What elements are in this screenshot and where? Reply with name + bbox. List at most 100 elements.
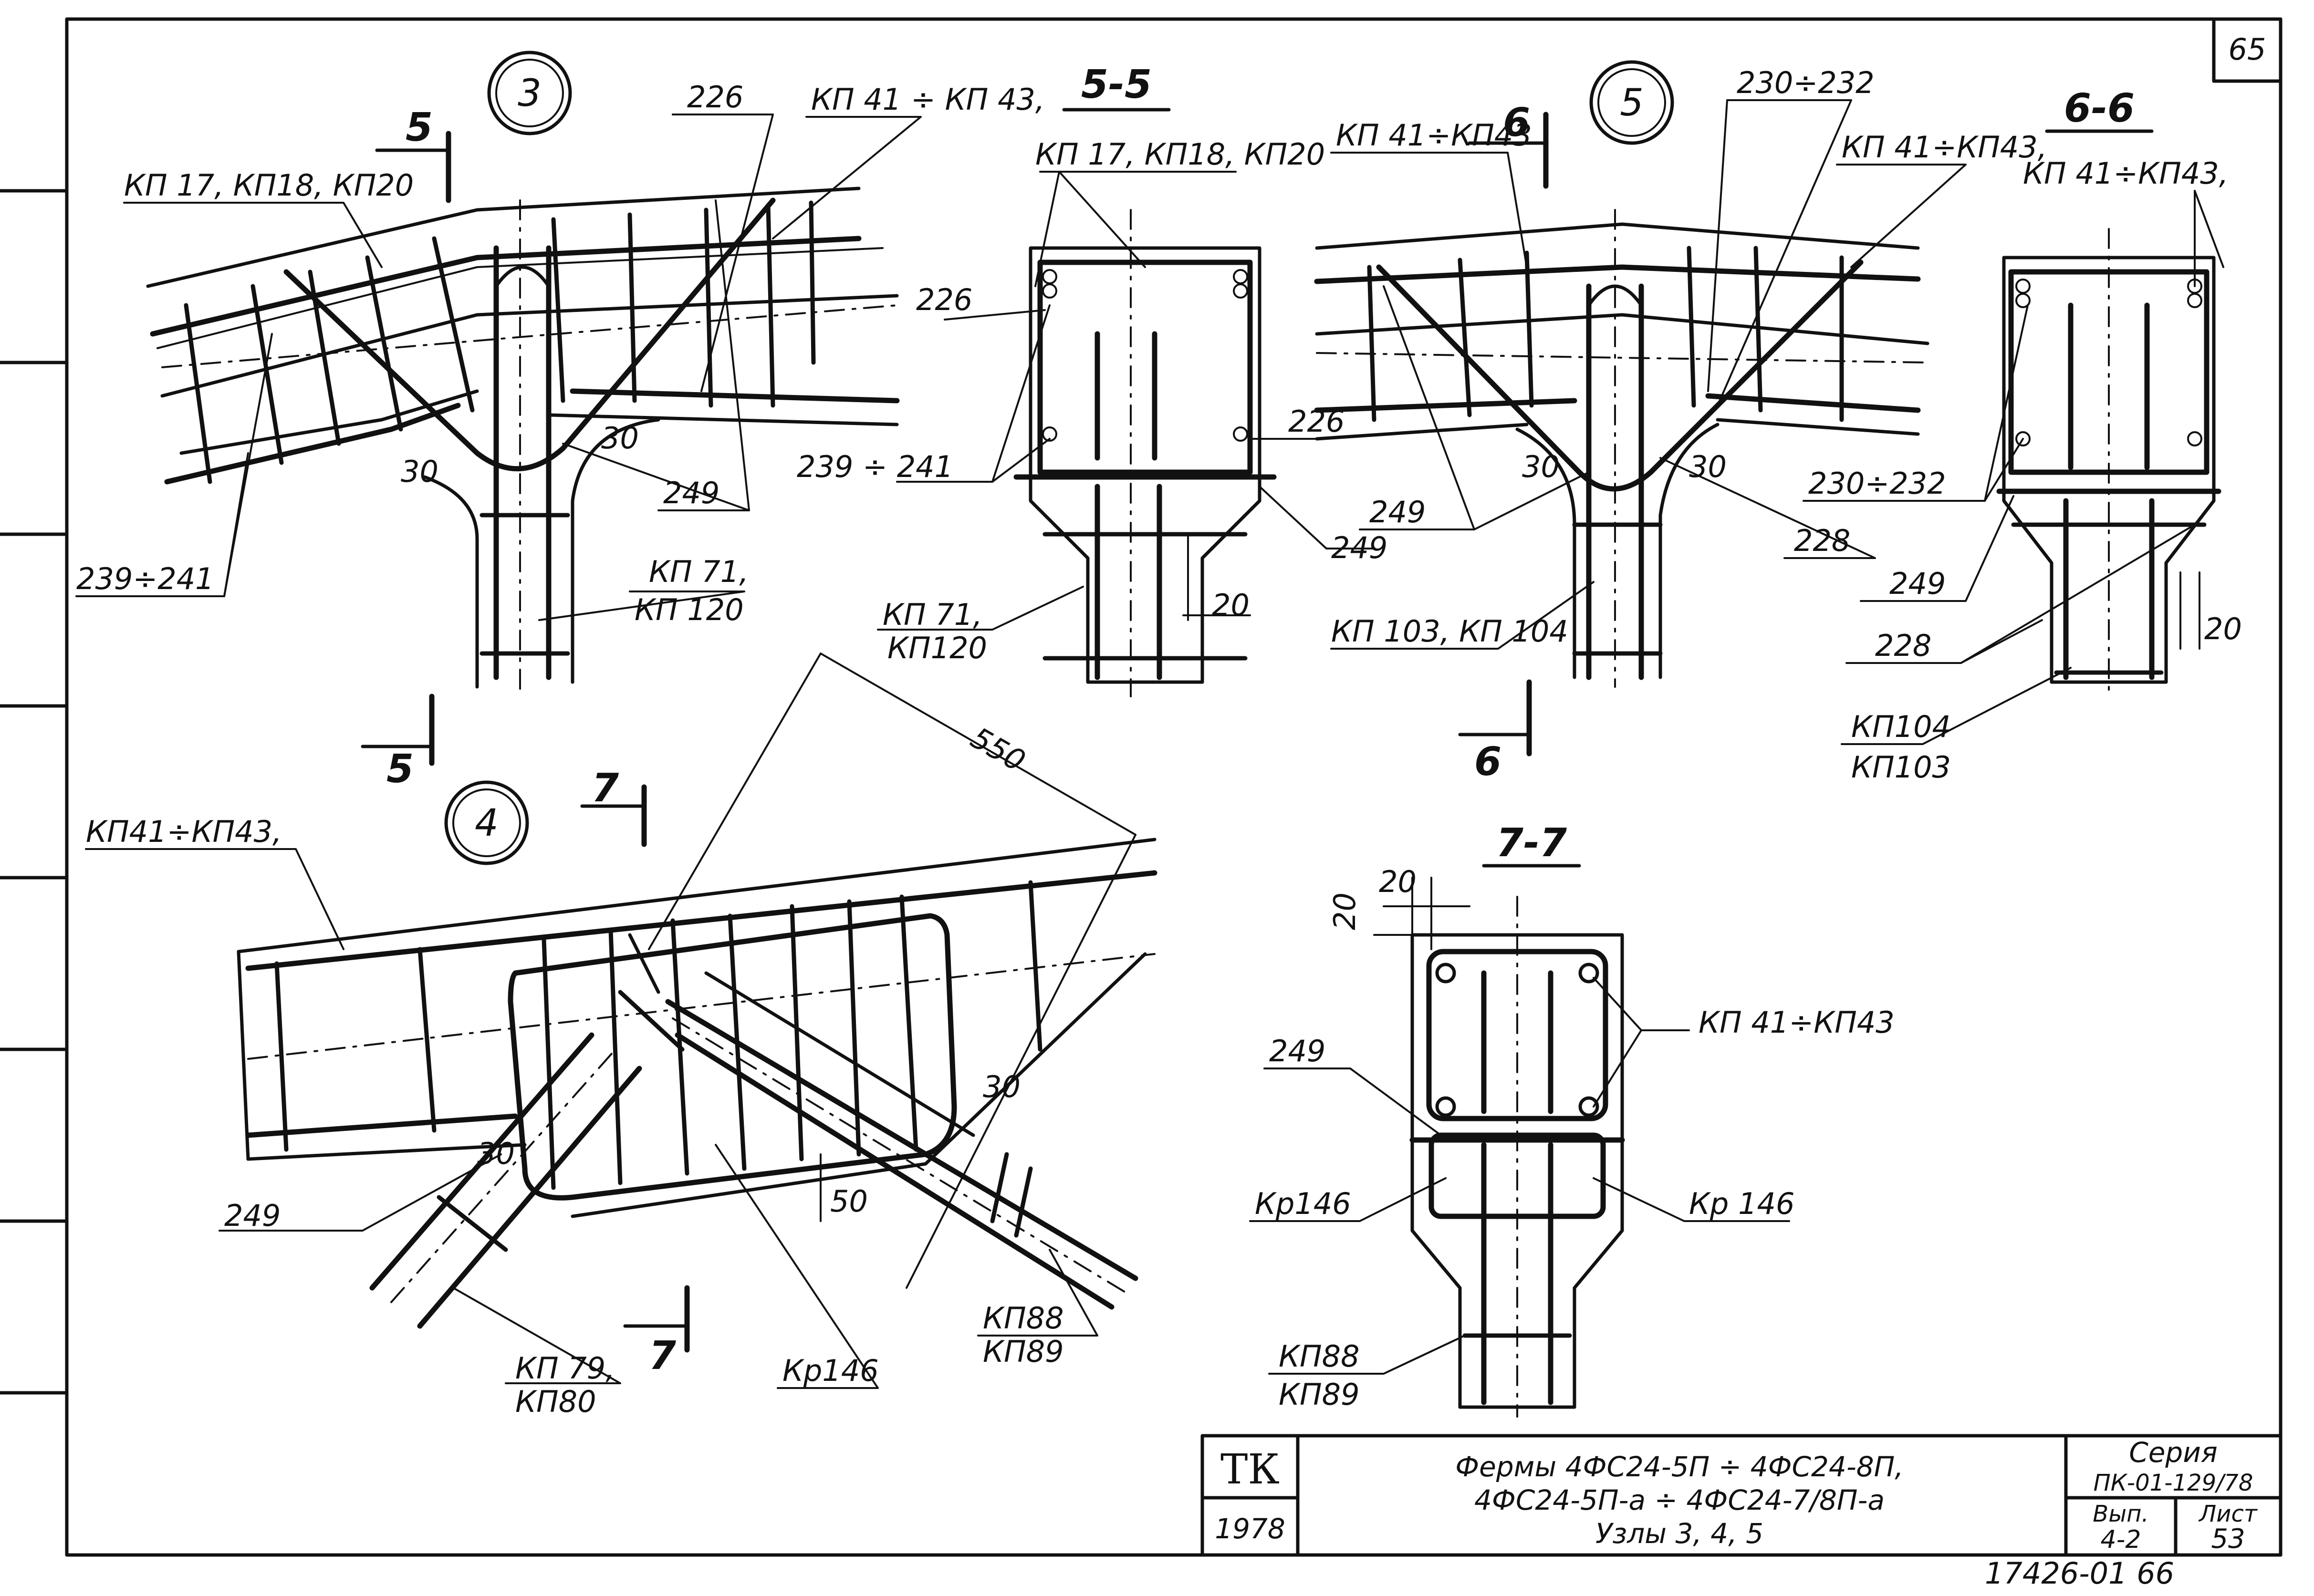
section-7-7-label-g: КП88 (1279, 1339, 1360, 1374)
section-7-7-label-h: КП89 (1279, 1377, 1360, 1412)
section-7-7-label-f: Кр 146 (1689, 1186, 1794, 1221)
section-5-5-title: 5-5 (1081, 62, 1152, 107)
section-5-5-label-e: 249 (1331, 530, 1387, 565)
node-3-label-a: КП 17, КП18, КП20 (124, 168, 414, 203)
section-6-6-label-c: 249 (1889, 566, 1946, 601)
node-5-label-d: 249 (1369, 495, 1426, 529)
title-block-line3: Узлы 3, 4, 5 (1595, 1517, 1763, 1550)
section-5-5-view: 5-5 КП 17, КП18, КП20 226 239 ÷ 241 226 (797, 62, 1387, 697)
node-5-label-f: КП 103, КП 104 (1331, 614, 1568, 649)
section-7-7-view: 7-7 20 20 КП 41÷КП43 249 Кр146 Кр 146 КП… (1249, 820, 1895, 1418)
node-4-label-h: КП80 (515, 1384, 596, 1419)
title-block-line1: Фермы 4ФС24-5П ÷ 4ФС24-8П, (1455, 1451, 1903, 1483)
node-4-label-d: 30 (477, 1136, 515, 1171)
title-block-year: 1978 (1215, 1513, 1285, 1545)
node-5-dim-right: 30 (1689, 449, 1727, 484)
node-5-number: 5 (1620, 82, 1644, 124)
bottom-code: 17426-01 66 (1985, 1556, 2174, 1591)
node-4-left-brace (369, 933, 685, 1329)
sheet-frame: 65 (0, 17, 2283, 1557)
section-7-7-label-a: 20 (1379, 864, 1417, 899)
node-5-leaders (1330, 99, 1967, 650)
node-4-top-chord (237, 838, 1157, 1218)
node-3-label-d: 239÷241 (76, 561, 214, 596)
node-4-label-e: 30 (983, 1069, 1021, 1104)
node-5-label-c: КП 41÷КП43, (1842, 130, 2047, 165)
section-6-6-label-a: КП 41÷КП43, (2023, 156, 2228, 191)
section-5-5-dim: 20 (1212, 588, 1250, 622)
title-block-stamp: ТК (1220, 1446, 1280, 1493)
node-3-dim-right: 30 (601, 421, 639, 456)
node-3-top-chord (146, 187, 900, 485)
node-4-label-a: КП41÷КП43, (86, 814, 282, 849)
node-4-label-c: 249 (224, 1198, 281, 1233)
node-5-dim-left: 30 (1522, 449, 1560, 484)
node-5-marker (1589, 60, 1674, 145)
section-7-7-title: 7-7 (1496, 820, 1567, 866)
page-number: 65 (2229, 32, 2266, 67)
section-6-6-label-f: КП103 (1851, 750, 1951, 785)
section-7-7-label-d: 249 (1269, 1034, 1325, 1068)
node-3-marker (487, 51, 572, 135)
section-6-6-label-b: 230÷232 (1808, 466, 1946, 501)
node-4-stirrups (274, 880, 1042, 1190)
series-value: ПК-01-129/78 (2094, 1470, 2253, 1496)
sheet-label: Лист (2198, 1501, 2258, 1527)
node-5-label-a: КП 41÷КП43 (1336, 118, 1532, 153)
node-3-leaders (75, 114, 922, 621)
section-5-5-label-f: КП 71, (883, 597, 982, 632)
node-4-label-i: Кр146 (782, 1353, 879, 1388)
node-5-section-mark-top: 6 (1503, 100, 1530, 145)
node-5-label-b: 230÷232 (1737, 65, 1875, 100)
node-4-label-j: КП88 (983, 1301, 1064, 1336)
title-block-line2: 4ФС24-5П-а ÷ 4ФС24-7/8П-а (1474, 1484, 1885, 1516)
issue-value: 4-2 (2101, 1525, 2141, 1554)
node-3-view: 3 5 5 (75, 51, 1045, 792)
issue-label: Вып. (2093, 1501, 2148, 1527)
node-4-view: 4 7 7 (85, 653, 1157, 1419)
node-4-section-mark-bottom: 7 (649, 1333, 676, 1378)
node-3-section-mark-bottom: 5 (386, 746, 414, 792)
node-4-marker (444, 780, 529, 865)
sheet-value: 53 (2211, 1523, 2245, 1555)
series-label: Серия (2129, 1436, 2218, 1469)
node-3-bent-bar (283, 197, 776, 472)
section-6-6-view: 6-6 КП 41÷КП43, 230÷232 249 228 КП104 КП… (1803, 86, 2242, 785)
node-4-leaders (85, 653, 1136, 1389)
node-4-label-k: КП89 (983, 1334, 1064, 1369)
section-6-6-label-e: КП104 (1851, 709, 1951, 744)
node-4-number: 4 (475, 802, 499, 845)
section-7-7-label-b: 20 (1327, 892, 1362, 930)
node-5-section-mark-bottom: 6 (1474, 739, 1501, 785)
node-3-section-mark-top: 5 (406, 105, 433, 150)
section-7-7-label-c: КП 41÷КП43 (1699, 1005, 1895, 1040)
node-3-stirrups (184, 200, 816, 484)
node-3-number: 3 (518, 72, 542, 115)
section-6-6-title: 6-6 (2064, 86, 2135, 131)
node-4-label-g: КП 79, (515, 1351, 615, 1386)
node-5-label-e: 228 (1794, 523, 1850, 558)
section-5-5-label-g: КП120 (887, 631, 987, 665)
section-7-7-label-e: Кр146 (1255, 1186, 1351, 1221)
node-3-label-b: 226 (687, 80, 743, 114)
node-4-right-brace (665, 971, 1138, 1310)
title-block: ТК 1978 Фермы 4ФС24-5П ÷ 4ФС24-8П, 4ФС24… (1200, 1434, 2283, 1557)
node-3-post (423, 199, 660, 693)
section-6-6-dim: 20 (2204, 611, 2242, 646)
node-3-label-g: КП 120 (635, 592, 744, 627)
node-4-section-mark-top: 7 (592, 766, 619, 811)
section-5-5-label-c: 239 ÷ 241 (797, 449, 953, 484)
node-5-top-chord (1314, 222, 1929, 441)
node-3-label-c: КП 41 ÷ КП 43, (811, 82, 1045, 117)
node-5-post (1515, 209, 1720, 688)
node-5-bent-bar (1376, 259, 1864, 492)
node-3-dim-left: 30 (401, 454, 438, 489)
node-3-label-e: 249 (663, 476, 719, 510)
node-5-view: 5 6 6 (1314, 60, 2047, 785)
section-5-5-label-b: 226 (916, 282, 972, 317)
section-5-5-label-a: КП 17, КП18, КП20 (1035, 137, 1325, 172)
node-3-label-f: КП 71, (649, 554, 749, 589)
section-6-6-label-d: 228 (1875, 628, 1931, 663)
node-4-label-f: 50 (830, 1184, 868, 1219)
